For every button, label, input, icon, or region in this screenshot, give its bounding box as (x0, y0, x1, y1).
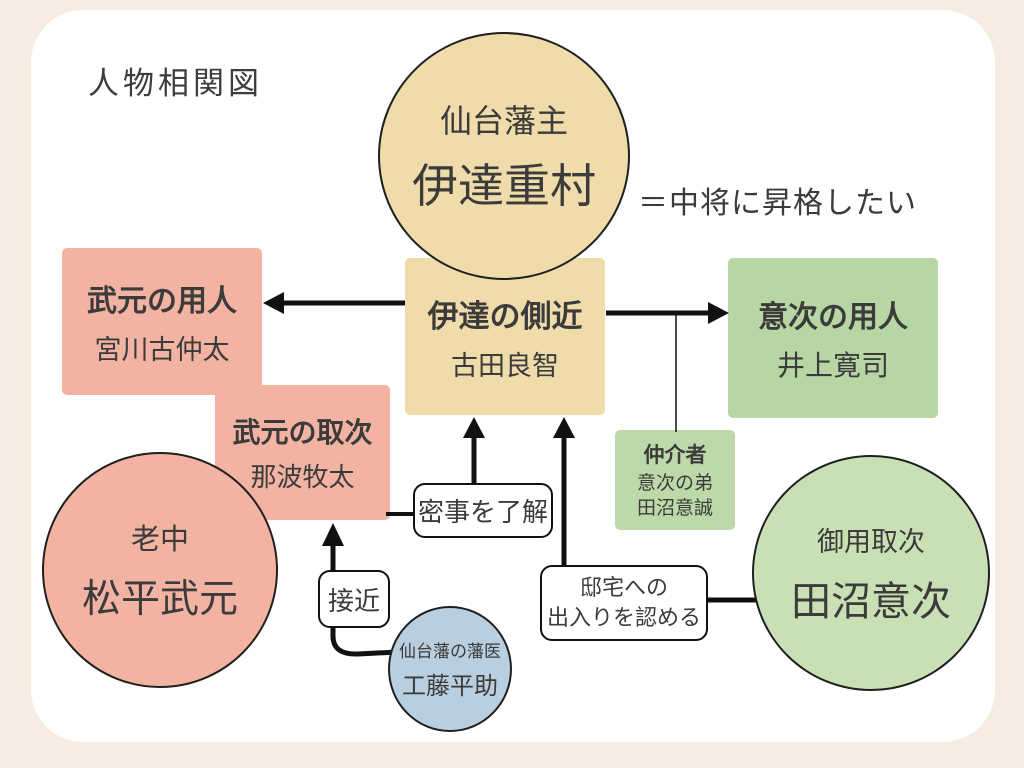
node-name: 井上寛司 (776, 350, 889, 381)
edge-label-secret: 密事を了解 (413, 483, 553, 538)
edge-label-approach: 接近 (318, 570, 390, 628)
arrow-right-head (708, 302, 729, 324)
arrow-up-head-secret (463, 417, 485, 438)
arrow-left-head (263, 292, 284, 314)
lord-goal-annotation: ＝中将に昇格したい (638, 187, 917, 220)
page-title: 人物相関図 (88, 66, 263, 101)
node-role: 意次の用人 (758, 301, 908, 334)
edge-label-text: 密事を了解 (417, 497, 548, 527)
node-name: 田沼意次 (791, 579, 951, 624)
node-matsudaira-takemoto: 老中 松平武元 (42, 452, 278, 688)
node-role: 仲介者 (643, 443, 707, 467)
edge-label-residence: 邸宅への 出入りを認める (540, 565, 708, 641)
arrow-up-head-approach (322, 523, 344, 546)
node-takemoto-toritsugi: 武元の取次 那波牧太 (215, 385, 390, 520)
edge-label-text-line1: 邸宅への (579, 575, 668, 601)
node-name: 伊達重村 (412, 160, 596, 212)
node-name: 田沼意誠 (636, 497, 713, 519)
node-tanuma-okitsugu: 御用取次 田沼意次 (752, 455, 990, 691)
node-role: 仙台藩の藩医 (399, 642, 501, 661)
node-role: 武元の用人 (87, 285, 237, 318)
edge-label-text-line2: 出入りを認める (546, 605, 701, 630)
node-role: 武元の取次 (232, 417, 373, 448)
node-date-shigemura: 仙台藩主 伊達重村 (378, 32, 630, 280)
node-name: 宮川古仲太 (94, 335, 230, 365)
node-kudo-heisuke: 仙台藩の藩医 工藤平助 (388, 606, 512, 732)
node-name: 工藤平助 (402, 673, 498, 700)
node-mediator: 仲介者 意次の弟 田沼意誠 (615, 430, 735, 530)
node-name: 古田良智 (451, 350, 559, 381)
node-name: 那波牧太 (250, 462, 355, 492)
node-okitsugu-yonin: 意次の用人 井上寛司 (728, 258, 938, 418)
edge-approach-to-doctor (330, 625, 439, 657)
node-name: 松平武元 (81, 578, 238, 621)
edge-label-text: 接近 (327, 585, 380, 616)
node-role: 老中 (130, 524, 189, 556)
node-date-aide: 伊達の側近 古田良智 (405, 258, 605, 415)
node-role: 御用取次 (817, 526, 925, 557)
node-role: 仙台藩主 (439, 103, 568, 139)
node-relation: 意次の弟 (636, 472, 713, 494)
node-role: 伊達の側近 (427, 298, 583, 334)
arrow-up-head-residence (553, 417, 575, 438)
node-takemoto-yonin: 武元の用人 宮川古仲太 (62, 248, 262, 395)
